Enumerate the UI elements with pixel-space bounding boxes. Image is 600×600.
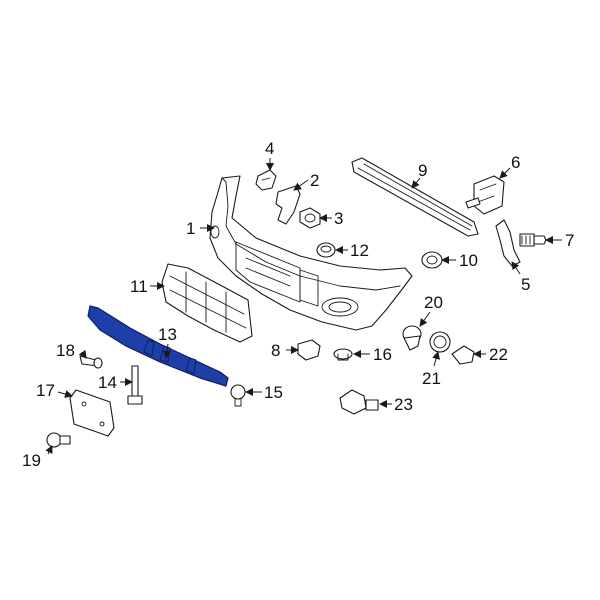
callout-label: 18 [56,341,75,360]
callout-label: 5 [521,275,530,294]
callout-label: 2 [310,171,319,190]
callout-label: 23 [394,395,413,414]
callout-label: 14 [98,373,117,392]
callout-label: 9 [418,161,427,180]
callout-13: 13 [158,325,177,359]
callout-12: 12 [335,241,369,260]
callout-2: 2 [293,171,319,191]
part-connector-23[interactable] [339,389,379,415]
callout-label: 13 [158,325,177,344]
callout-4: 4 [265,139,274,171]
part-rivet-15[interactable] [230,384,246,407]
callout-label: 1 [186,219,195,238]
callout-label: 22 [489,345,508,364]
part-bracket-2[interactable] [275,185,301,225]
part-nut-3[interactable] [299,207,321,229]
callout-label: 6 [511,153,520,172]
part-clip-12[interactable] [316,242,336,258]
callout-5: 5 [511,261,530,294]
callout-3: 3 [319,209,343,228]
part-sensor-retainer-22[interactable] [451,345,475,365]
callout-22: 22 [473,345,508,364]
part-bolt-14[interactable] [127,365,143,405]
part-side-bracket-5[interactable] [495,219,521,267]
callout-label: 10 [459,251,478,270]
part-license-bracket-17[interactable] [69,389,115,437]
part-push-rivet-19[interactable] [46,432,71,448]
part-clip-8[interactable] [297,339,321,361]
callout-label: 7 [565,231,574,250]
part-grille[interactable] [161,263,253,343]
part-absorber-bar[interactable] [351,157,479,237]
callout-label: 8 [271,341,280,360]
callout-7: 7 [545,231,574,250]
callout-9: 9 [411,161,427,189]
callout-6: 6 [499,153,520,179]
callout-label: 21 [422,369,441,388]
callout-17: 17 [36,381,73,400]
callout-label: 3 [334,209,343,228]
callout-label: 16 [373,345,392,364]
callout-14: 14 [98,373,133,392]
callout-label: 15 [264,383,283,402]
callout-8: 8 [271,341,299,360]
callout-18: 18 [56,341,87,360]
callout-16: 16 [353,345,392,364]
callout-label: 4 [265,139,274,158]
callout-20: 20 [419,293,443,327]
part-mount-bracket-6[interactable] [465,175,505,215]
callout-label: 20 [424,293,443,312]
part-bolt-7[interactable] [519,233,547,247]
callout-11: 11 [130,277,165,296]
callout-23: 23 [379,395,413,414]
part-sensor-ring-21[interactable] [429,331,451,353]
callout-label: 12 [350,241,369,260]
callout-label: 11 [130,277,148,296]
callout-label: 19 [22,451,41,470]
part-sensor-20[interactable] [402,325,422,351]
part-bumper-cover[interactable] [209,175,413,331]
part-push-pin-16[interactable] [333,348,353,361]
callout-21: 21 [422,351,441,388]
part-grommet-10[interactable] [421,251,443,269]
callout-15: 15 [245,383,283,402]
part-reinforcement-strip[interactable] [87,305,229,387]
callout-1: 1 [186,219,215,238]
part-pin-18[interactable] [79,355,103,369]
part-bracket-4[interactable] [255,169,277,191]
callout-19: 19 [22,445,53,470]
callout-label: 17 [36,381,55,400]
callout-10: 10 [441,251,478,270]
